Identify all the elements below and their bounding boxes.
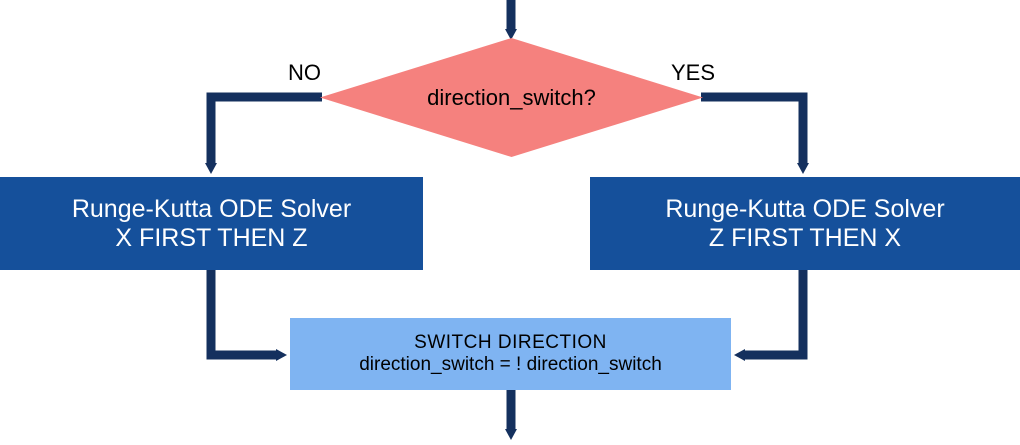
- edge-no-to-solver-x: [205, 92, 322, 174]
- switch-direction-line-1: SWITCH DIRECTION: [414, 332, 607, 354]
- solver-x-line-1: Runge-Kutta ODE Solver: [71, 194, 352, 223]
- solver-z-line-1: Runge-Kutta ODE Solver: [665, 194, 945, 223]
- edge-yes-to-solver-z: [701, 92, 809, 174]
- edge-solver-z-to-switch: [734, 270, 808, 361]
- decision-node-direction-switch[interactable]: direction_switch?: [320, 38, 703, 157]
- process-node-solver-x-first[interactable]: Runge-Kutta ODE Solver X FIRST THEN Z: [0, 177, 423, 270]
- solver-x-line-2: X FIRST THEN Z: [115, 223, 308, 252]
- branch-label-yes: YES: [671, 60, 716, 85]
- process-node-switch-direction[interactable]: SWITCH DIRECTION direction_switch = ! di…: [290, 318, 731, 390]
- edge-solver-x-to-switch: [206, 270, 287, 361]
- switch-direction-line-2: direction_switch = ! direction_switch: [359, 354, 662, 375]
- decision-label: direction_switch?: [427, 84, 596, 110]
- process-node-solver-z-first[interactable]: Runge-Kutta ODE Solver Z FIRST THEN X: [590, 177, 1020, 270]
- branch-label-no: NO: [288, 60, 321, 85]
- solver-z-line-2: Z FIRST THEN X: [708, 223, 902, 252]
